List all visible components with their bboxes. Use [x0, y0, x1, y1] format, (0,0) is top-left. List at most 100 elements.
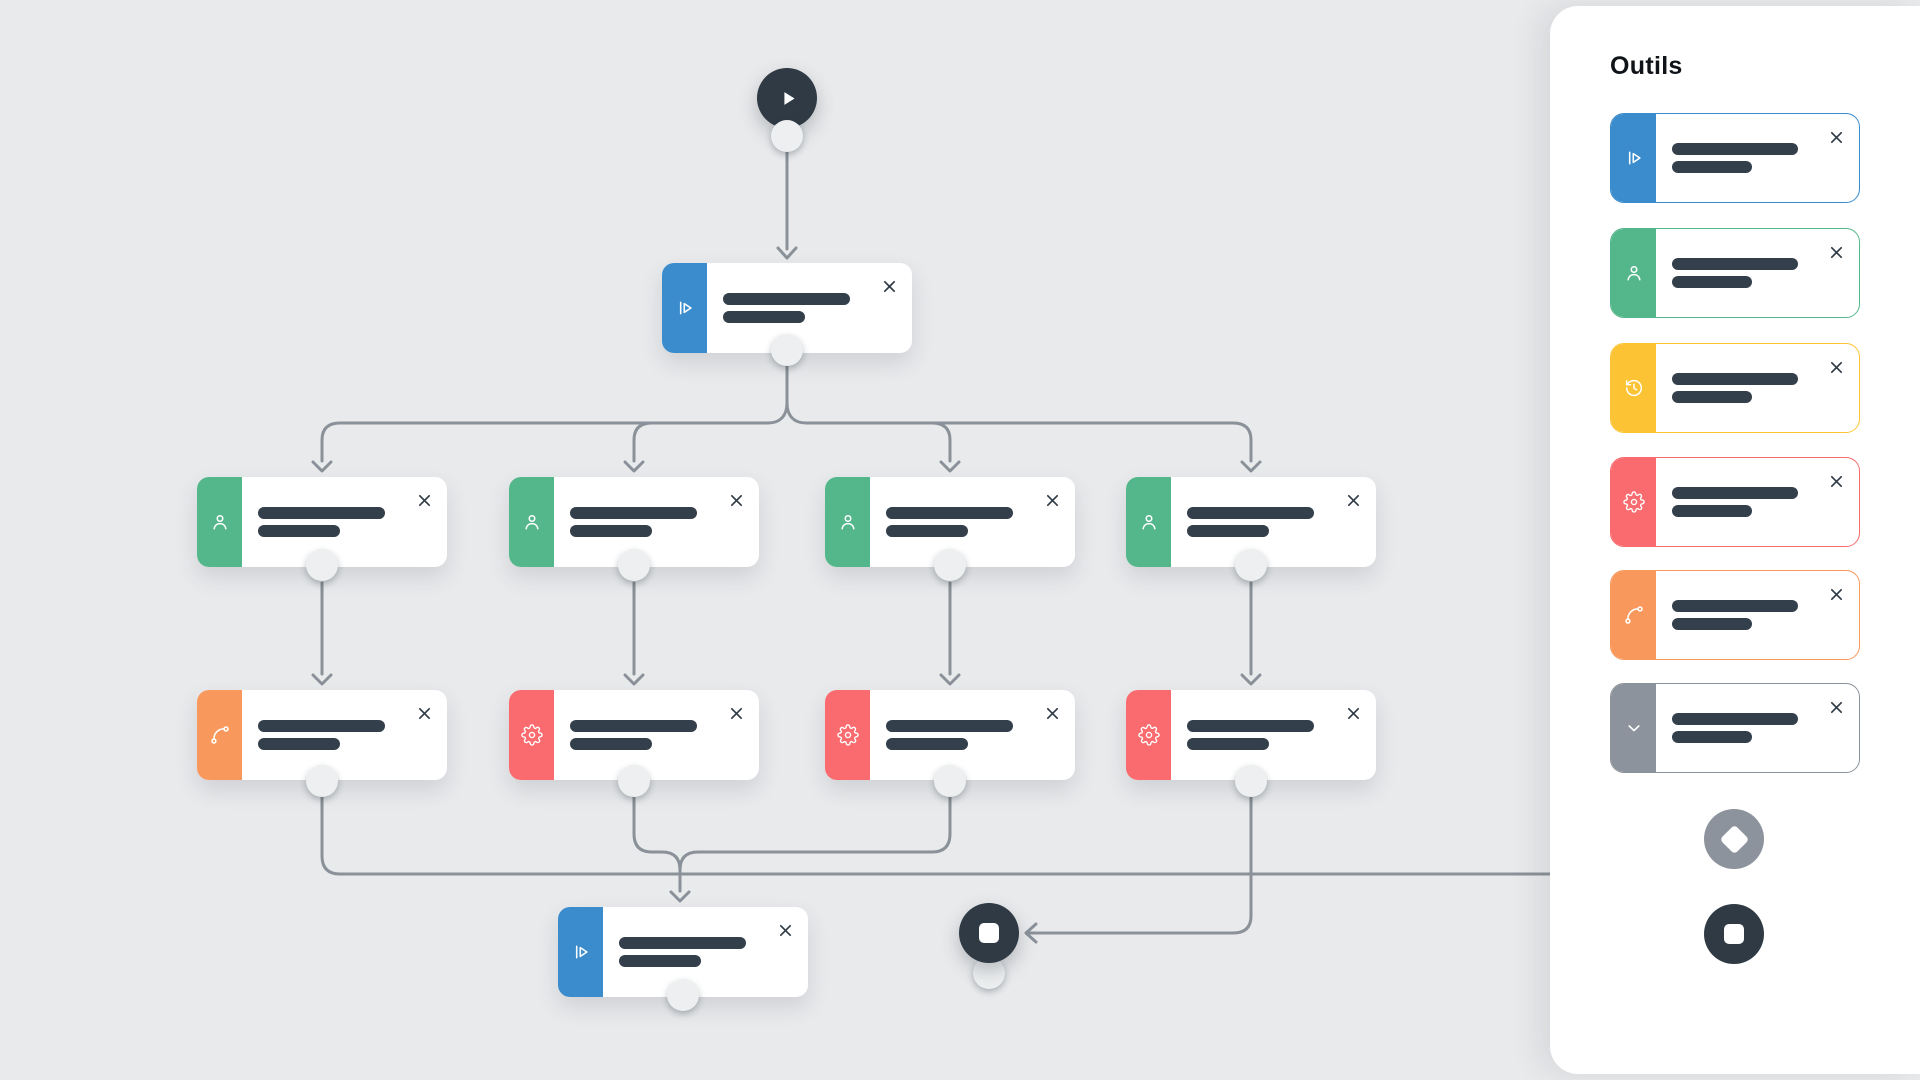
tool-label-redacted	[1656, 458, 1859, 546]
tool-accent	[1611, 458, 1656, 546]
connector-port[interactable]	[934, 765, 966, 797]
node-accent	[509, 690, 554, 780]
node-accent	[1126, 690, 1171, 780]
redacted-text-bar	[1672, 161, 1752, 173]
connector-port[interactable]	[771, 334, 803, 366]
node-accent	[509, 477, 554, 567]
connector-port[interactable]	[618, 549, 650, 581]
redacted-text-bar	[619, 937, 746, 949]
panel-title: Outils	[1610, 52, 1683, 80]
arrowhead-down	[1240, 673, 1262, 686]
stop-square-icon	[1724, 924, 1744, 944]
arrowhead-down	[623, 673, 645, 686]
edge-split-mid-right	[930, 421, 952, 463]
start-node[interactable]	[757, 68, 817, 128]
chevron-down-icon	[1627, 725, 1640, 732]
stop-square-icon	[979, 923, 999, 943]
edge-branch1-right	[320, 795, 1920, 876]
edge-split-mid-left	[632, 421, 654, 463]
close-icon[interactable]	[1824, 695, 1848, 719]
step-forward-icon	[1628, 151, 1641, 165]
node-label-redacted	[1171, 690, 1376, 780]
flow-node-user-4[interactable]	[1126, 477, 1376, 567]
edge-action3-stop	[1026, 795, 1253, 935]
redacted-text-bar	[1672, 600, 1798, 612]
arrowhead-left	[1024, 922, 1038, 944]
tool-card-branch[interactable]	[1610, 570, 1860, 660]
close-icon[interactable]	[1824, 240, 1848, 264]
tool-card-collapse[interactable]	[1610, 683, 1860, 773]
redacted-text-bar	[1187, 525, 1269, 537]
stop-shape-button[interactable]	[1704, 904, 1764, 964]
close-icon[interactable]	[724, 488, 748, 512]
tool-accent	[1611, 344, 1656, 432]
close-icon[interactable]	[412, 701, 436, 725]
node-label-redacted	[554, 477, 759, 567]
connector-port[interactable]	[934, 549, 966, 581]
redacted-text-bar	[258, 525, 340, 537]
close-icon[interactable]	[1824, 355, 1848, 379]
person-icon	[1626, 265, 1641, 281]
node-label-redacted	[242, 477, 447, 567]
flow-node-user-2[interactable]	[509, 477, 759, 567]
connector-port[interactable]	[618, 765, 650, 797]
redacted-text-bar	[258, 720, 385, 732]
tool-accent	[1611, 571, 1656, 659]
gear-icon	[520, 724, 543, 746]
connector-port[interactable]	[306, 765, 338, 797]
close-icon[interactable]	[1040, 701, 1064, 725]
close-icon[interactable]	[1040, 488, 1064, 512]
step-forward-icon	[679, 301, 692, 315]
flow-node-step-1[interactable]	[662, 263, 912, 353]
redacted-text-bar	[1672, 713, 1798, 725]
redacted-text-bar	[723, 311, 805, 323]
tool-label-redacted	[1656, 114, 1859, 202]
node-accent	[662, 263, 707, 353]
redacted-text-bar	[570, 738, 652, 750]
redacted-text-bar	[1672, 276, 1752, 288]
flow-node-branch-1[interactable]	[197, 690, 447, 780]
close-icon[interactable]	[1824, 582, 1848, 606]
close-icon[interactable]	[1341, 488, 1365, 512]
branch-icon	[210, 726, 229, 744]
close-icon[interactable]	[1824, 125, 1848, 149]
arrowhead-down	[939, 460, 961, 473]
connector-port[interactable]	[667, 979, 699, 1011]
step-forward-icon	[575, 945, 588, 959]
node-label-redacted	[242, 690, 447, 780]
tool-card-step[interactable]	[1610, 113, 1860, 203]
close-icon[interactable]	[724, 701, 748, 725]
tool-card-user[interactable]	[1610, 228, 1860, 318]
close-icon[interactable]	[1824, 469, 1848, 493]
flow-node-action-3[interactable]	[1126, 690, 1376, 780]
close-icon[interactable]	[412, 488, 436, 512]
node-label-redacted	[1171, 477, 1376, 567]
condition-shape-button[interactable]	[1704, 809, 1764, 869]
tool-accent	[1611, 229, 1656, 317]
tool-card-action[interactable]	[1610, 457, 1860, 547]
gear-icon	[1137, 724, 1160, 746]
redacted-text-bar	[1672, 731, 1752, 743]
connector-port[interactable]	[1235, 549, 1267, 581]
redacted-text-bar	[1187, 507, 1314, 519]
node-accent	[197, 477, 242, 567]
node-label-redacted	[707, 263, 912, 353]
close-icon[interactable]	[1341, 701, 1365, 725]
node-label-redacted	[870, 690, 1075, 780]
connector-port[interactable]	[771, 120, 803, 152]
connector-port[interactable]	[1235, 765, 1267, 797]
tool-accent	[1611, 684, 1656, 772]
close-icon[interactable]	[877, 274, 901, 298]
person-icon	[1141, 514, 1156, 530]
close-icon[interactable]	[773, 918, 797, 942]
redacted-text-bar	[1672, 618, 1752, 630]
redacted-text-bar	[570, 720, 697, 732]
node-accent	[558, 907, 603, 997]
tool-card-history[interactable]	[1610, 343, 1860, 433]
connector-port[interactable]	[306, 549, 338, 581]
stop-node[interactable]	[959, 903, 1019, 963]
node-accent	[825, 690, 870, 780]
arrowhead-down	[776, 246, 798, 260]
